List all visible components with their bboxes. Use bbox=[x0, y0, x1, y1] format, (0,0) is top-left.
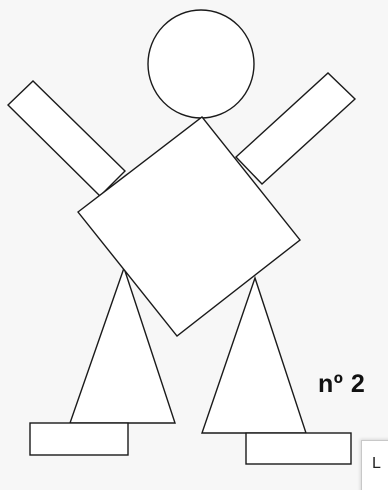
figure-right-arm bbox=[236, 73, 355, 184]
figure-left-arm bbox=[8, 81, 125, 196]
corner-tab-text: L bbox=[372, 455, 381, 473]
figure-left-foot bbox=[30, 423, 128, 455]
corner-tab[interactable]: L bbox=[361, 440, 388, 490]
figure-right-foot bbox=[246, 433, 351, 464]
figure-head bbox=[148, 10, 254, 118]
figure-number-label: nº 2 bbox=[318, 370, 365, 399]
